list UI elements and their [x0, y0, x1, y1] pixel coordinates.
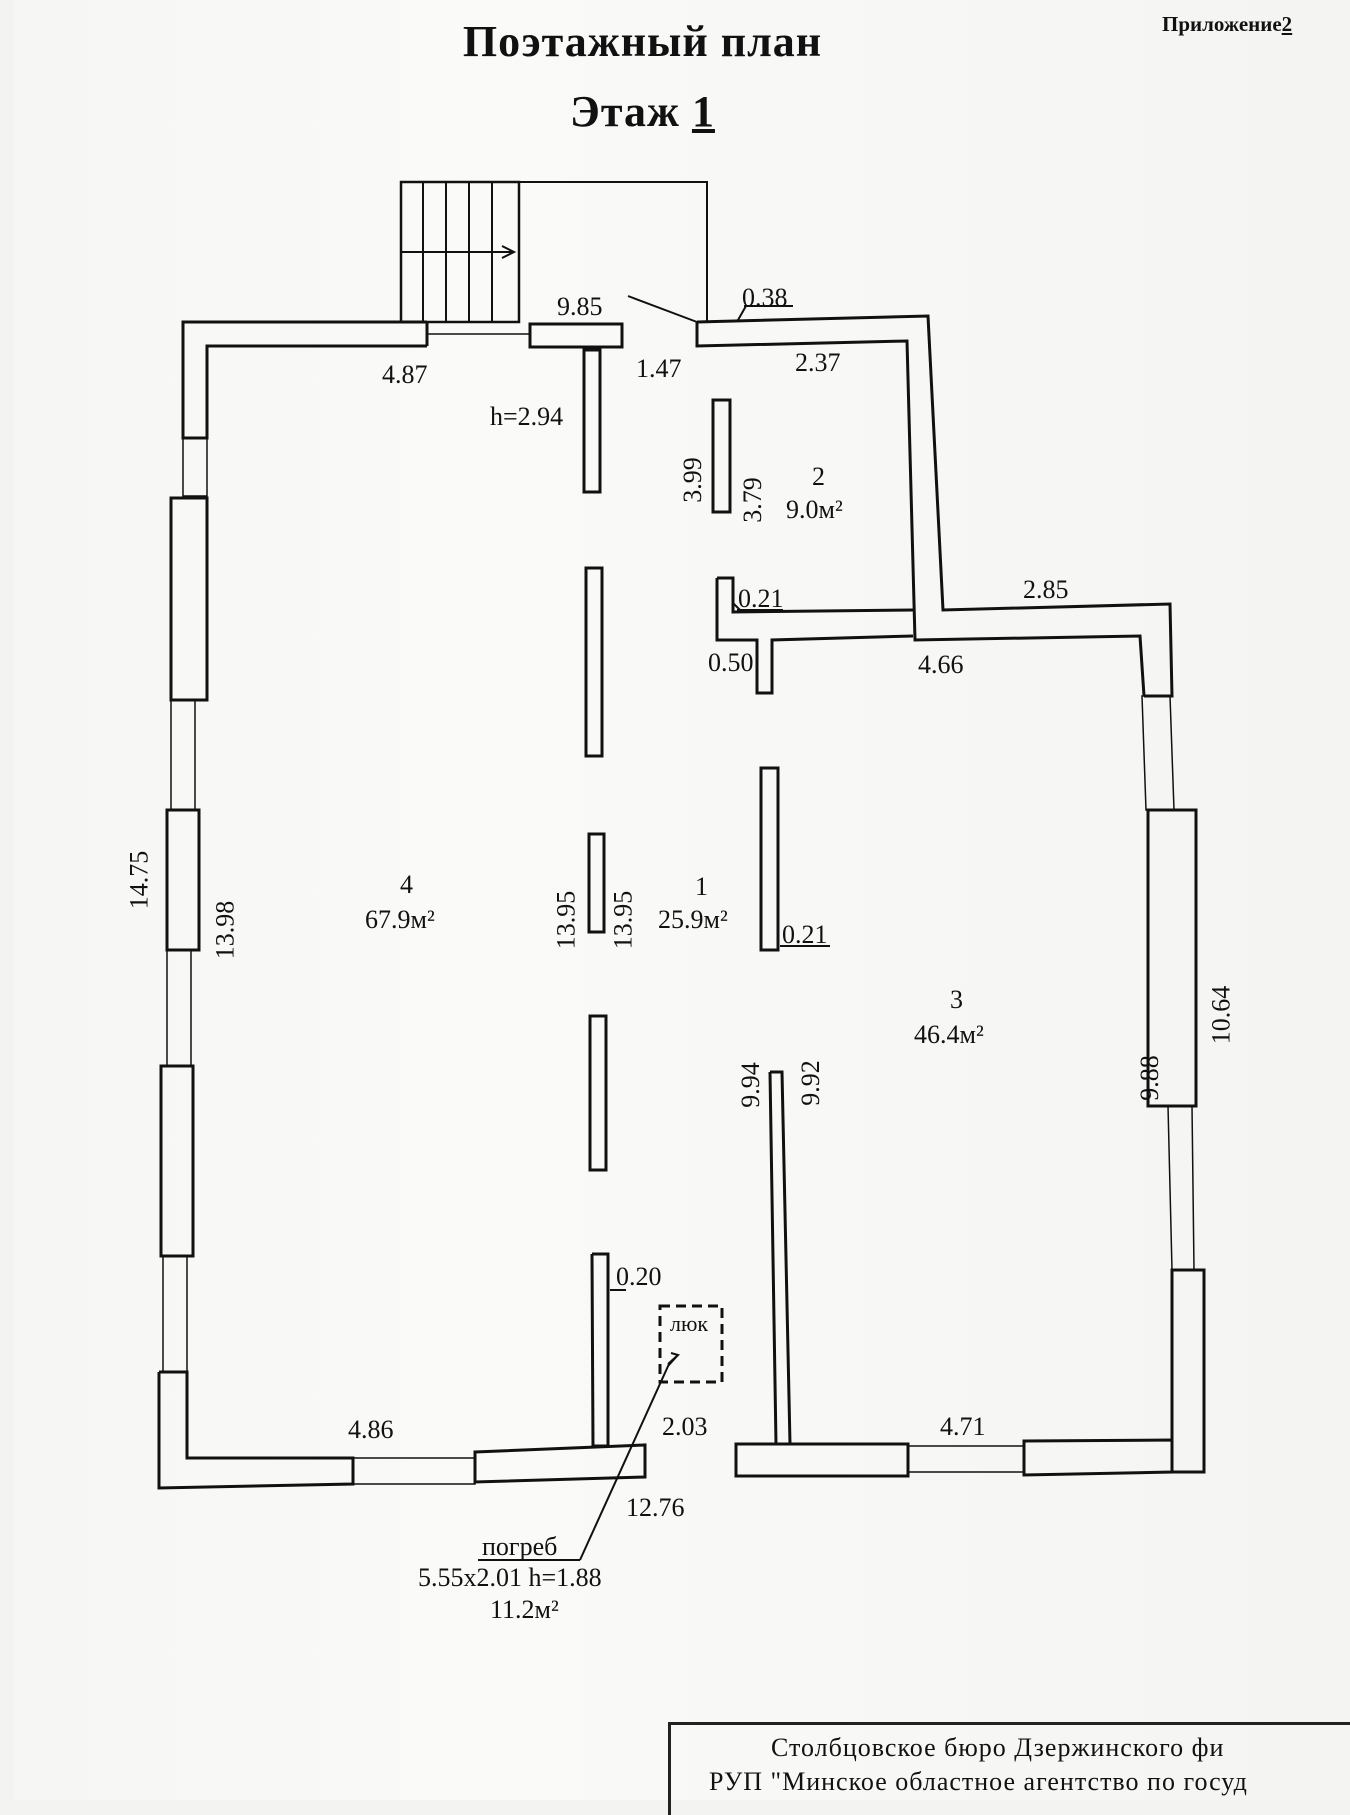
- cellar-area: 11.2м²: [490, 1595, 559, 1624]
- dim-wall-0-20: 0.20: [616, 1262, 662, 1291]
- dim-stair-width: 9.85: [557, 292, 603, 321]
- hatch-label: люк: [670, 1311, 709, 1336]
- stair-block: [399, 180, 708, 324]
- floor-number: 1: [691, 87, 715, 136]
- room-3-number: 3: [950, 985, 963, 1014]
- dim-wall-0-21-lower: 0.21: [782, 920, 828, 949]
- floor-title: Этаж 1: [0, 86, 1285, 137]
- title-block-stamp: Столбцовское бюро Дзержинского фи РУП "М…: [668, 1722, 1350, 1815]
- dim-room2-left-outer: 3.99: [677, 457, 707, 503]
- room-1-number: 1: [695, 872, 708, 901]
- dim-corridor-right: 9.92: [795, 1060, 825, 1106]
- room-2-area: 9.0м²: [786, 495, 843, 524]
- appendix-label: Приложение2: [1162, 12, 1292, 37]
- room-4-number: 4: [400, 870, 413, 899]
- stamp-line-1: Столбцовское бюро Дзержинского фи: [771, 1733, 1225, 1762]
- dim-wall-0-38: 0.38: [742, 283, 788, 312]
- plan-title: Поэтажный план: [462, 17, 823, 66]
- stamp-line-2: РУП "Минское областное агентство по госу…: [709, 1767, 1248, 1796]
- dim-center-left: 13.95: [551, 890, 581, 950]
- plan-sheet: [14, 0, 1350, 1800]
- dim-room2-top: 2.37: [795, 348, 841, 377]
- dim-bottom-left: 4.86: [348, 1415, 394, 1444]
- room-4-area: 67.9м²: [365, 905, 435, 934]
- outer-walls: [157, 295, 1206, 1490]
- dim-left-outer: 14.75: [124, 850, 154, 910]
- ceiling-height: h=2.94: [490, 402, 564, 431]
- room-1-area: 25.9м²: [658, 905, 728, 934]
- interior-walls: [582, 348, 914, 1448]
- dim-left-inner: 13.98: [210, 900, 240, 960]
- appendix-number: 2: [1281, 12, 1293, 36]
- floor-prefix: Этаж: [570, 87, 692, 136]
- dim-room3-top: 4.66: [918, 650, 964, 679]
- dim-corridor-left: 9.94: [735, 1062, 765, 1108]
- dim-bottom-right: 4.71: [940, 1412, 986, 1441]
- appendix-text: Приложение: [1162, 12, 1282, 36]
- dim-wall-0-50: 0.50: [708, 648, 754, 677]
- dim-total-width: 12.76: [626, 1493, 685, 1522]
- hatch-symbol: [478, 1304, 724, 1561]
- dim-top-left-wall: 4.87: [382, 360, 428, 389]
- dim-step-2-85: 2.85: [1023, 575, 1069, 604]
- room-2-number: 2: [812, 462, 825, 491]
- dim-room3-right-inner: 9.88: [1134, 1055, 1164, 1101]
- room-3-area: 46.4м²: [914, 1020, 984, 1049]
- dim-wall-0-21-upper: 0.21: [738, 584, 784, 613]
- cellar-label: погреб: [482, 1532, 558, 1561]
- dim-room3-right-outer: 10.64: [1206, 985, 1236, 1045]
- cellar-size: 5.55x2.01 h=1.88: [418, 1563, 602, 1592]
- dim-door-width: 1.47: [636, 354, 682, 383]
- dim-room2-left-inner: 3.79: [737, 477, 767, 523]
- dim-center-right: 13.95: [608, 890, 638, 950]
- dim-bottom-door: 2.03: [662, 1412, 708, 1441]
